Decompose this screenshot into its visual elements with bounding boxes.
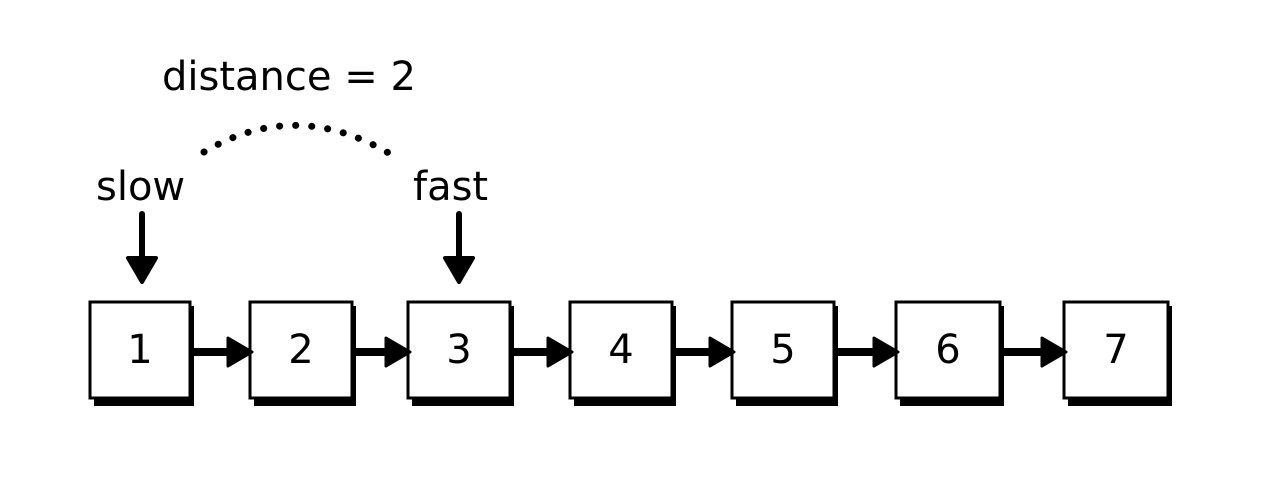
- fast-pointer-arrow: [443, 211, 475, 284]
- next-arrow-4-5: [676, 336, 736, 368]
- next-arrow-6-7: [1004, 336, 1068, 368]
- next-arrow-1-2: [194, 336, 254, 368]
- node-1: 1: [88, 300, 194, 406]
- node-value: 1: [127, 327, 152, 373]
- node-5: 5: [730, 300, 838, 406]
- node-value: 5: [770, 327, 795, 373]
- next-arrow-5-6: [838, 336, 900, 368]
- node-value: 2: [288, 327, 313, 373]
- node-4: 4: [568, 300, 676, 406]
- node-3: 3: [406, 300, 514, 406]
- node-2: 2: [248, 300, 356, 406]
- distance-label: distance = 2: [162, 54, 416, 100]
- node-value: 4: [608, 327, 633, 373]
- node-7: 7: [1062, 300, 1172, 406]
- distance-dotted-arc: [200, 121, 404, 164]
- fast-pointer-label: fast: [413, 164, 488, 210]
- node-6: 6: [894, 300, 1004, 406]
- next-arrow-3-4: [514, 336, 574, 368]
- node-value: 6: [935, 327, 960, 373]
- slow-pointer-label: slow: [96, 164, 185, 210]
- node-value: 3: [446, 327, 471, 373]
- next-arrow-2-3: [356, 336, 412, 368]
- node-value: 7: [1103, 327, 1128, 373]
- slow-pointer-arrow: [126, 211, 158, 284]
